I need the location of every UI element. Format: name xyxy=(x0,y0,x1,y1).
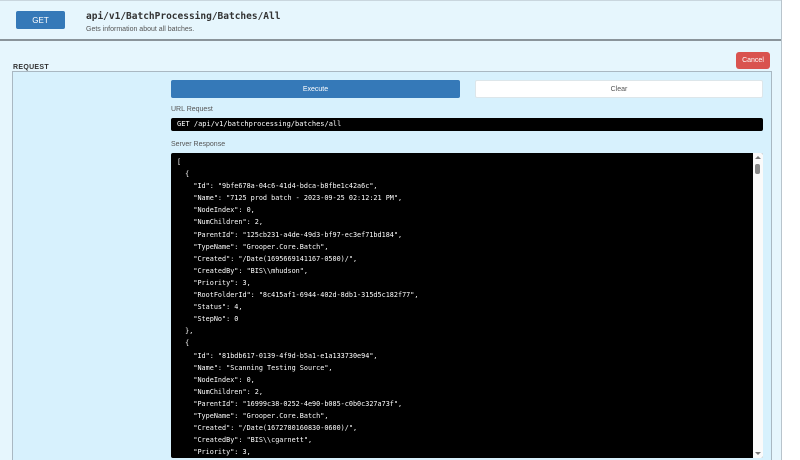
scroll-up-arrow-icon[interactable] xyxy=(755,156,761,159)
scroll-thumb[interactable] xyxy=(755,164,760,174)
server-response-json: [ { "Id": "9bfe678a-04c6-41d4-bdca-b8fbe… xyxy=(177,158,419,457)
endpoint-description: Gets information about all batches. xyxy=(86,26,195,33)
server-response-box[interactable]: [ { "Id": "9bfe678a-04c6-41d4-bdca-b8fbe… xyxy=(171,153,763,458)
url-request-label: URL Request xyxy=(171,106,213,113)
http-method-badge[interactable]: GET xyxy=(16,11,65,29)
execute-button[interactable]: Execute xyxy=(171,80,460,98)
server-response-label: Server Response xyxy=(171,141,226,148)
endpoint-header[interactable]: GET api/v1/BatchProcessing/Batches/All G… xyxy=(0,0,781,41)
url-request-value: GET /api/v1/batchprocessing/batches/all xyxy=(171,118,763,131)
request-section-label: REQUEST xyxy=(13,64,49,71)
endpoint-path: api/v1/BatchProcessing/Batches/All xyxy=(86,11,281,22)
cancel-button[interactable]: Cancel xyxy=(736,52,770,69)
api-endpoint-window: GET api/v1/BatchProcessing/Batches/All G… xyxy=(0,0,782,460)
response-scrollbar[interactable] xyxy=(753,153,763,458)
clear-button[interactable]: Clear xyxy=(475,80,763,98)
scroll-down-arrow-icon[interactable] xyxy=(755,452,761,455)
request-panel: Execute Clear URL Request GET /api/v1/ba… xyxy=(12,71,772,460)
